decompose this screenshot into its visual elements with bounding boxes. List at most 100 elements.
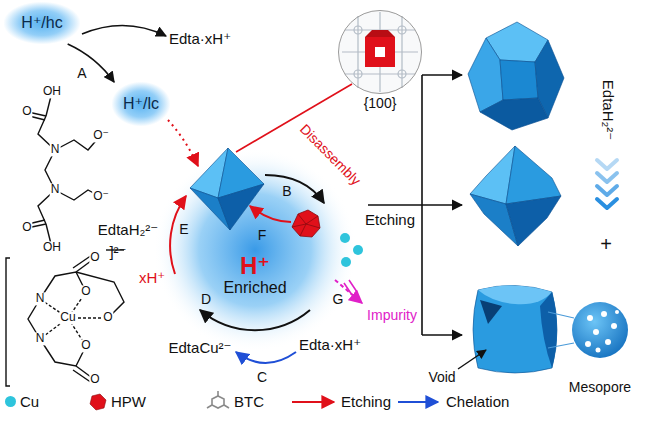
edta-structure xyxy=(27,92,101,248)
atom-label: O xyxy=(80,285,91,298)
cu-ions xyxy=(340,233,363,267)
node-text: Enriched xyxy=(223,279,286,297)
truncated-crystal xyxy=(468,22,564,130)
legend-samples-part-part xyxy=(207,391,229,408)
step-letter: E xyxy=(179,222,188,237)
hollow-crystal-part xyxy=(540,292,557,368)
etching-bracket xyxy=(368,75,462,335)
atom-label: O xyxy=(21,221,32,234)
octahedron-crystal xyxy=(190,148,264,230)
legend-swatch xyxy=(5,396,16,407)
mesopore-zoom-part-part xyxy=(596,348,601,353)
hpw-cluster xyxy=(292,210,320,237)
diffusion-chevrons xyxy=(597,160,617,208)
atom-label: N xyxy=(50,143,61,156)
mesopore-zoom-part xyxy=(585,310,619,353)
cu-edta-structure xyxy=(6,250,124,386)
species-label: xH⁺ xyxy=(139,270,165,287)
enriched-zone: H⁺Enriched xyxy=(212,250,298,301)
species-label: Edta·xH⁺ xyxy=(169,31,231,48)
step-letter: D xyxy=(201,292,211,307)
node-text: H⁺/hc xyxy=(21,14,62,32)
truncated-crystal-part xyxy=(480,98,548,130)
reaction-arrow xyxy=(82,25,166,36)
hollow-crystal-part xyxy=(458,350,486,369)
charge-label: ]²⁻ xyxy=(109,244,126,261)
edge-etched-crystal xyxy=(470,146,561,246)
legend-text: HPW xyxy=(111,394,146,411)
diffusion-chevrons-part xyxy=(597,199,617,208)
legend-text: Chelation xyxy=(446,394,509,411)
step-letter: B xyxy=(282,184,291,199)
crystal-inset-part-part xyxy=(342,12,418,92)
step-letter: F xyxy=(258,228,267,243)
species-label: EdtaH₂²⁻ xyxy=(98,222,158,239)
mesopore-zoom-part xyxy=(572,302,628,358)
species-label: EdtaCu²⁻ xyxy=(169,340,232,357)
cu-ions-part xyxy=(340,233,350,243)
mesopore-zoom-part-part xyxy=(601,311,607,317)
crystal-inset xyxy=(236,11,421,152)
hpw-cluster-part xyxy=(292,210,320,237)
callout-label: Void xyxy=(428,370,455,385)
mesopore-zoom-part-part xyxy=(585,341,591,347)
chelation-arrow xyxy=(236,352,296,363)
hollow-crystal xyxy=(458,285,574,373)
atom-label: OH xyxy=(42,241,62,254)
atom-label: OH xyxy=(42,85,62,98)
hollow-crystal-part xyxy=(473,285,557,373)
impurity-label: Impurity xyxy=(367,308,417,323)
mesopore-zoom-part-part xyxy=(587,315,593,321)
atom-label: N xyxy=(35,332,46,345)
step-letter: G xyxy=(333,292,344,307)
atom-label: N xyxy=(50,183,61,196)
crystal-inset-part xyxy=(342,12,418,92)
atom-label: O xyxy=(21,105,32,118)
disassembly-arrow xyxy=(265,175,324,203)
mesopore-zoom-part-part xyxy=(593,329,599,335)
edge-etched-crystal-part xyxy=(506,196,561,246)
species-label: Edta·xH⁺ xyxy=(299,337,361,354)
crystal-inset-part xyxy=(236,84,352,152)
atom-label: O⁻ xyxy=(92,190,110,203)
mesopore-zoom xyxy=(572,302,628,358)
cu-edta-structure-part xyxy=(40,272,86,299)
crystal-inset-circle: {100} xyxy=(338,10,422,94)
process-label: Etching xyxy=(365,212,415,229)
legend-text: Cu xyxy=(20,394,39,411)
cu-ions-part xyxy=(341,257,351,267)
cu-edta-structure-part xyxy=(76,272,124,318)
hollow-crystal-part xyxy=(480,300,502,324)
atom-label: O⁻ xyxy=(92,129,110,142)
hollow-crystal-part xyxy=(548,312,574,348)
etch-dotted-arrow xyxy=(168,120,198,166)
node-text: H⁺/lc xyxy=(123,95,159,113)
octahedron-crystal-part xyxy=(218,184,264,230)
cu-edta-structure-part xyxy=(40,339,86,366)
plus-sign: + xyxy=(600,233,612,255)
step-letter: C xyxy=(257,370,267,385)
legend-samples-part xyxy=(292,401,334,403)
hpw-cluster-part xyxy=(292,214,320,236)
crystal-inset-part xyxy=(339,11,421,93)
legend-samples-part xyxy=(207,391,229,408)
reaction-arrow xyxy=(68,44,114,82)
etching-bracket-part xyxy=(422,204,462,206)
callout-label: Mesopore xyxy=(569,380,631,395)
enriched-glow xyxy=(153,148,357,352)
cu-edta-structure-part xyxy=(6,258,10,386)
legend-samples-part xyxy=(90,394,106,410)
atom-label: O xyxy=(89,251,100,264)
legend-samples-part-part xyxy=(212,396,224,408)
crystal-inset-part-part xyxy=(398,26,406,34)
step-letter: A xyxy=(76,66,87,81)
cu-ions-part xyxy=(353,245,363,255)
node-text: {100} xyxy=(329,96,431,112)
atom-label: N xyxy=(35,292,46,305)
crystal-inset-part xyxy=(365,37,395,67)
etching-bracket-part xyxy=(422,74,462,76)
crystal-inset-part xyxy=(375,47,385,57)
crystal-inset-part-part xyxy=(354,26,362,34)
